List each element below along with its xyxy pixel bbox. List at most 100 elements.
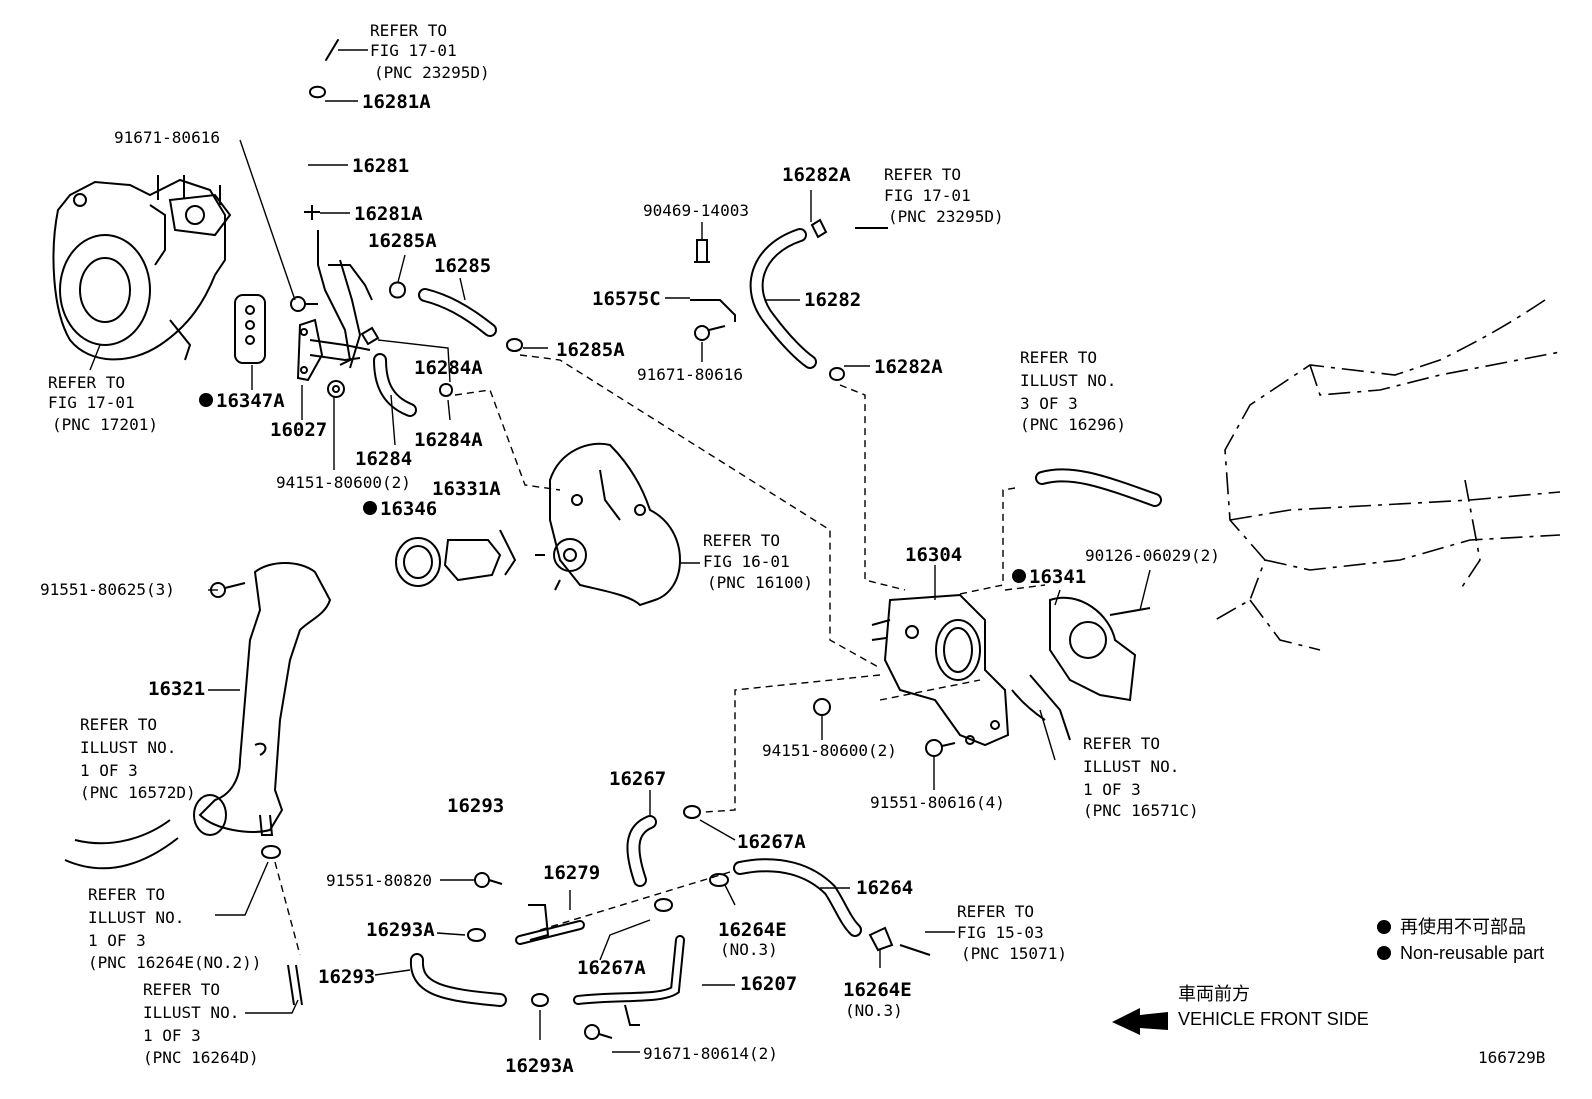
label-16267: 16267 xyxy=(609,768,666,790)
water-pump xyxy=(395,442,682,607)
ref-8-line-1: REFER TO xyxy=(88,885,165,904)
label-16285: 16285 xyxy=(434,255,491,277)
label-16284A-a: 16284A xyxy=(414,357,483,379)
ref-1-line-3: (PNC 23295D) xyxy=(374,63,490,82)
label-91551-80625: 91551-80625(3) xyxy=(40,580,175,599)
label-16284A-b: 16284A xyxy=(414,429,483,451)
label-16285A-b: 16285A xyxy=(556,339,625,361)
ref-1-line-1: REFER TO xyxy=(370,21,447,40)
diagram-id: 166729B xyxy=(1478,1048,1545,1067)
label-16285A-a: 16285A xyxy=(368,230,437,252)
ref-2-line-1: REFER TO xyxy=(48,373,125,392)
ref-6-line-2: ILLUST NO. xyxy=(80,738,176,757)
label-16264E-b-sub: (NO.3) xyxy=(845,1001,903,1020)
label-16346: 16346 xyxy=(380,498,437,520)
label-16027: 16027 xyxy=(270,419,327,441)
ref-6-line-3: 1 OF 3 xyxy=(80,761,138,780)
dot-16341 xyxy=(1012,569,1026,583)
ref-9-line-4: (PNC 16264D) xyxy=(143,1048,259,1067)
ref-2-line-2: FIG 17-01 xyxy=(48,393,135,412)
label-16331A: 16331A xyxy=(432,478,501,500)
ref-9-line-3: 1 OF 3 xyxy=(143,1026,201,1045)
water-inlet-16321 xyxy=(193,562,332,836)
ref-7-line-3: 1 OF 3 xyxy=(1083,780,1141,799)
label-91551-80616: 91551-80616(4) xyxy=(870,793,1005,812)
ref-4-line-1: REFER TO xyxy=(1020,348,1097,367)
label-16341: 16341 xyxy=(1029,566,1086,588)
turbocharger-housing xyxy=(52,175,232,361)
ref-1-line-2: FIG 17-01 xyxy=(370,41,457,60)
ref-3-line-3: (PNC 23295D) xyxy=(888,207,1004,226)
reference-notes: REFER TO FIG 17-01 (PNC 23295D) REFER TO… xyxy=(48,21,1199,1067)
legend-jp: 再使用不可部品 xyxy=(1400,917,1526,937)
label-16282A-bot: 16282A xyxy=(874,356,943,378)
water-outlet-16304 xyxy=(813,593,1151,757)
label-16264E-a: 16264E xyxy=(718,919,787,941)
label-16575C: 16575C xyxy=(592,288,661,310)
label-94151-80600-b: 94151-80600(2) xyxy=(762,741,897,760)
legend-dot-2 xyxy=(1377,946,1391,960)
front-arrow-icon xyxy=(1112,1008,1168,1035)
label-16264E-a-sub: (NO.3) xyxy=(720,940,778,959)
label-91551-80820: 91551-80820 xyxy=(326,871,432,890)
ref-3-line-1: REFER TO xyxy=(884,165,961,184)
label-90126-06029: 90126-06029(2) xyxy=(1085,546,1220,565)
label-16267A-b: 16267A xyxy=(577,957,646,979)
label-16293-top: 16293 xyxy=(447,795,504,817)
label-16321: 16321 xyxy=(148,678,205,700)
part-labels: 16281A 16281 16281A 91671-80616 16285A 1… xyxy=(40,91,1545,1077)
label-91671-80614: 91671-80614(2) xyxy=(643,1044,778,1063)
label-16207: 16207 xyxy=(740,973,797,995)
engine-outline xyxy=(1214,299,1561,651)
ref-6-line-1: REFER TO xyxy=(80,715,157,734)
small-fasteners-upper xyxy=(290,85,846,398)
non-reusable-markers xyxy=(199,393,1391,960)
ref-10-line-2: FIG 15-03 xyxy=(957,923,1044,942)
legend-dot-1 xyxy=(1377,920,1391,934)
pipe-16027 xyxy=(296,230,373,382)
ref-3-line-2: FIG 17-01 xyxy=(884,186,971,205)
label-16279: 16279 xyxy=(543,862,600,884)
direction-en: VEHICLE FRONT SIDE xyxy=(1178,1009,1369,1029)
label-94151-80600-a: 94151-80600(2) xyxy=(276,473,411,492)
gasket-16347A xyxy=(234,294,266,364)
label-16304: 16304 xyxy=(905,544,962,566)
ref-5-line-3: (PNC 16100) xyxy=(707,573,813,592)
vehicle-front-indicator: 車両前方 VEHICLE FRONT SIDE xyxy=(1112,984,1369,1035)
dot-16347A xyxy=(199,393,213,407)
label-16282: 16282 xyxy=(804,289,861,311)
ref-10-line-3: (PNC 15071) xyxy=(961,944,1067,963)
label-16347A: 16347A xyxy=(216,390,285,412)
connection-lines xyxy=(274,354,1046,956)
label-16281A-mid: 16281A xyxy=(354,203,423,225)
hoses-upper xyxy=(294,39,1162,507)
label-16264: 16264 xyxy=(856,877,913,899)
label-91671-80616-a: 91671-80616 xyxy=(114,128,220,147)
ref-6-line-4: (PNC 16572D) xyxy=(80,783,196,802)
legend: 再使用不可部品 Non-reusable part xyxy=(1400,917,1544,963)
label-16281: 16281 xyxy=(352,155,409,177)
ref-9-line-1: REFER TO xyxy=(143,980,220,999)
ref-5-line-2: FIG 16-01 xyxy=(703,552,790,571)
label-90469-14003: 90469-14003 xyxy=(643,201,749,220)
ref-4-line-3: 3 OF 3 xyxy=(1020,394,1078,413)
label-16264E-b: 16264E xyxy=(843,979,912,1001)
label-16282A-top: 16282A xyxy=(782,164,851,186)
ref-8-line-3: 1 OF 3 xyxy=(88,931,146,950)
legend-en: Non-reusable part xyxy=(1400,943,1544,963)
ref-7-line-2: ILLUST NO. xyxy=(1083,757,1179,776)
label-16284: 16284 xyxy=(355,448,412,470)
label-16267A-a: 16267A xyxy=(737,831,806,853)
direction-jp: 車両前方 xyxy=(1178,984,1250,1004)
label-16293A-b: 16293A xyxy=(505,1055,574,1077)
ref-10-line-1: REFER TO xyxy=(957,902,1034,921)
ref-7-line-4: (PNC 16571C) xyxy=(1083,801,1199,820)
ref-4-line-4: (PNC 16296) xyxy=(1020,415,1126,434)
ref-9-line-2: ILLUST NO. xyxy=(143,1003,239,1022)
ref-7-line-1: REFER TO xyxy=(1083,734,1160,753)
label-16281A-top: 16281A xyxy=(362,91,431,113)
ref-8-line-4: (PNC 16264E(NO.2)) xyxy=(88,953,261,972)
clamps-lower xyxy=(260,805,894,1040)
